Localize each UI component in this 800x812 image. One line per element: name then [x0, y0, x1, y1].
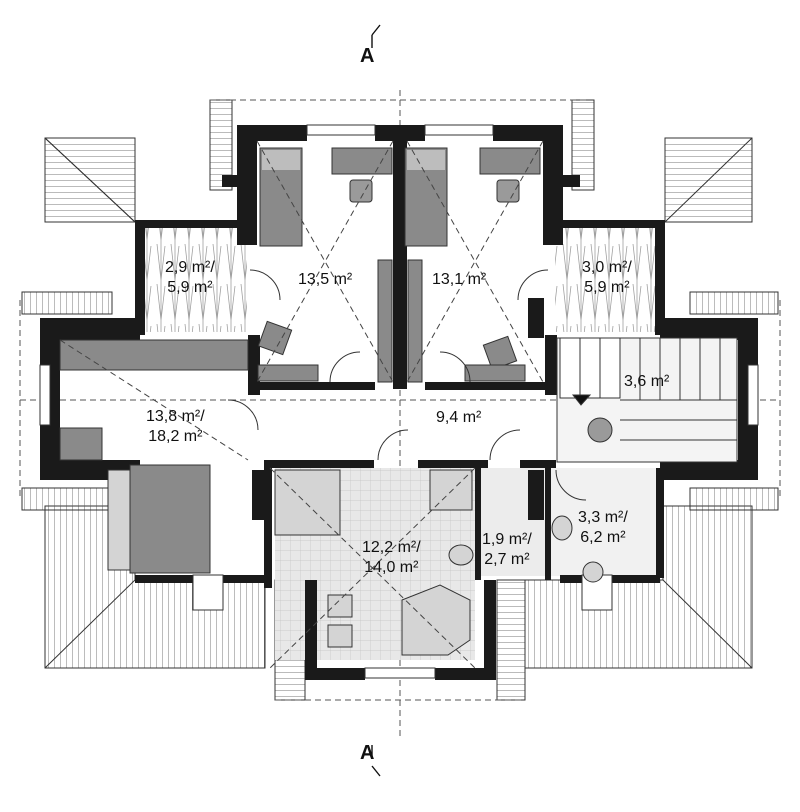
bidet-1 — [327, 624, 353, 648]
room-diagonals — [59, 140, 544, 669]
roof-left-upper — [44, 137, 136, 223]
sink-2 — [551, 515, 573, 541]
low-cabinet-2 — [464, 364, 526, 382]
furniture — [59, 147, 613, 656]
section-arrow-top-icon — [371, 24, 381, 48]
eave-right-bottom — [689, 487, 779, 511]
room-area-gross: 5,9 m² — [584, 279, 630, 296]
section-mark-bottom: A — [360, 742, 375, 764]
shower — [429, 469, 473, 511]
radiator-1 — [528, 298, 544, 338]
room-label-bedroom-1: 13,5 m² — [298, 270, 352, 290]
room-label-bathroom: 12,2 m²/ 14,0 m² — [362, 538, 421, 578]
room-area-gross: 18,2 m² — [148, 428, 203, 445]
room-label-closet-left: 2,9 m²/ 5,9 m² — [165, 258, 215, 298]
radiator-2 — [252, 470, 268, 520]
low-cabinet-1 — [257, 364, 319, 382]
room-label-wc: 3,3 m²/ 6,2 m² — [578, 508, 628, 548]
chair-1 — [349, 179, 373, 203]
desk-1 — [331, 147, 393, 175]
room-area: 13,1 m² — [432, 271, 487, 288]
closet-left-hatch — [142, 228, 247, 332]
roof-top-right-dormer — [571, 99, 595, 191]
bed-3 — [129, 464, 211, 574]
room-label-hall: 9,4 m² — [436, 408, 481, 428]
room-area: 3,3 m²/ — [578, 509, 628, 526]
sink-1 — [448, 544, 474, 566]
section-mark-top: A — [360, 45, 375, 67]
roof-right-upper — [664, 137, 753, 223]
walls — [40, 125, 758, 680]
room-label-bedroom-3: 13,8 m²/ 18,2 m² — [146, 407, 205, 447]
toilet-1 — [327, 594, 353, 618]
bathtub — [401, 584, 471, 656]
room-area-gross: 5,9 m² — [167, 279, 213, 296]
armchair-1 — [257, 320, 293, 356]
sauna — [274, 469, 341, 536]
windows — [39, 124, 759, 679]
room-area: 13,5 m² — [298, 271, 353, 288]
room-label-bedroom-2: 13,1 m² — [432, 270, 486, 290]
room-area: 12,2 m²/ — [362, 539, 421, 556]
eave-right-top — [689, 291, 779, 315]
plant — [587, 417, 613, 443]
toilet-2 — [582, 561, 604, 583]
room-area: 9,4 m² — [436, 409, 482, 426]
desk-3 — [59, 427, 103, 461]
staircase — [556, 337, 738, 463]
room-label-stair: 3,6 m² — [624, 372, 669, 392]
side-table — [107, 469, 131, 571]
roof-bottom-right-dormer — [496, 579, 526, 701]
chair-2 — [496, 179, 520, 203]
room-area: 1,9 m²/ — [482, 531, 532, 548]
room-area: 3,0 m²/ — [582, 259, 632, 276]
room-area-gross: 6,2 m² — [580, 529, 626, 546]
closet-right-hatch — [555, 228, 660, 332]
eave-left-top — [21, 291, 113, 315]
room-area: 3,6 m² — [624, 373, 670, 390]
room-label-utility: 1,9 m²/ 2,7 m² — [482, 530, 532, 570]
wardrobe-2 — [407, 259, 423, 383]
wardrobe-1 — [377, 259, 393, 383]
room-area: 2,9 m²/ — [165, 259, 215, 276]
room-label-closet-right: 3,0 m²/ 5,9 m² — [582, 258, 632, 298]
room-area-gross: 14,0 m² — [364, 559, 419, 576]
desk-2 — [479, 147, 541, 175]
room-area-gross: 2,7 m² — [484, 551, 530, 568]
section-arrow-bottom-icon — [371, 745, 381, 777]
room-area: 13,8 m²/ — [146, 408, 205, 425]
long-wardrobe — [59, 339, 249, 371]
eave-left-bottom — [21, 487, 113, 511]
radiator-3 — [528, 470, 544, 520]
door-swings — [227, 269, 587, 501]
